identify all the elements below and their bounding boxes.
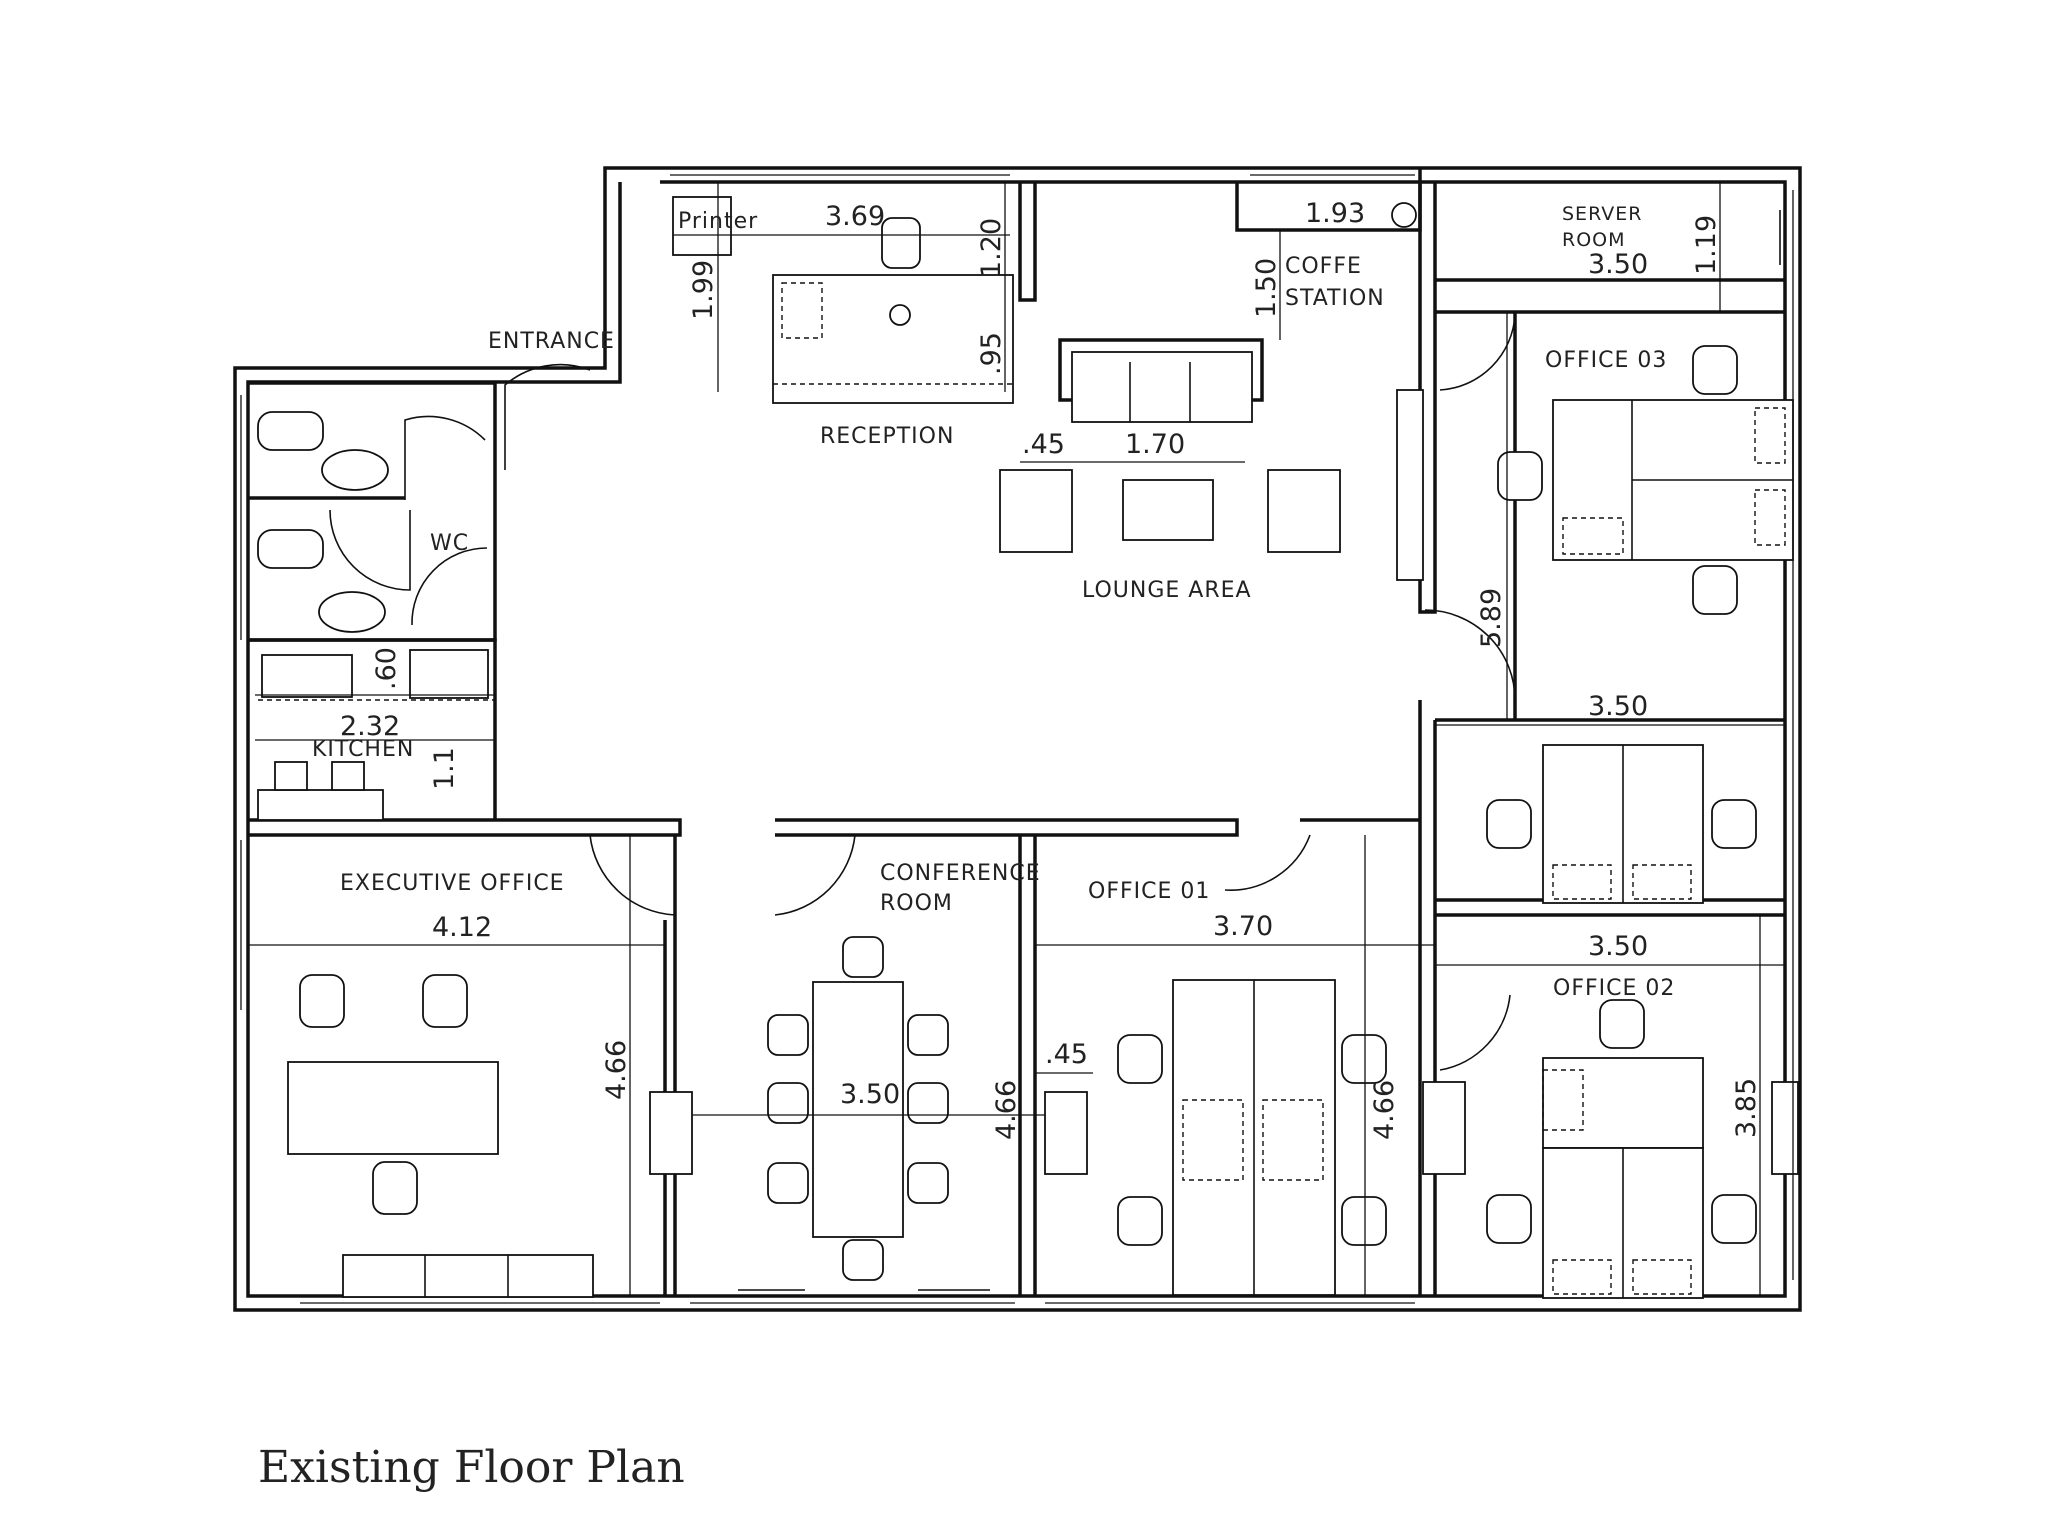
dim-exec-width: 4.12 [432, 912, 492, 943]
label-printer: Printer [678, 209, 758, 234]
dim-reception-depth: 1.99 [688, 260, 719, 320]
executive-desk [287, 1061, 499, 1155]
dim-coffee-depth: 1.50 [1251, 258, 1282, 318]
dim-exec-depth: 4.66 [601, 1040, 632, 1100]
dim-kitchen-small: 1.1 [429, 747, 460, 790]
room-label-kitchen: KITCHEN [312, 737, 414, 762]
dim-office03-depth: 5.89 [1476, 588, 1507, 648]
dim-office03-width: 3.50 [1588, 691, 1648, 722]
room-label-coffee-1: COFFE [1285, 254, 1362, 279]
dimension-lines [248, 182, 1785, 1296]
lounge-chair-left [999, 469, 1073, 553]
outer-walls [233, 166, 1802, 1312]
dim-office02-width: 3.50 [1588, 931, 1648, 962]
office02-upper-desk [1542, 1057, 1704, 1149]
dim-desk-small: .95 [976, 332, 1007, 375]
room-label-server-1: SERVER [1562, 203, 1642, 225]
conference-table [812, 981, 904, 1238]
dim-office01-depth: 4.66 [1369, 1080, 1400, 1140]
doors [329, 314, 1516, 1071]
room-label-office-02: OFFICE 02 [1553, 976, 1675, 1001]
sofa [1071, 351, 1253, 423]
toilet-1-icon [257, 411, 324, 451]
lounge-chair-right [1267, 469, 1341, 553]
dim-kitchen-counter: .60 [371, 647, 402, 690]
room-label-office-03: OFFICE 03 [1545, 348, 1667, 373]
reception-desk [772, 274, 1014, 404]
dim-office01-gap: .45 [1045, 1039, 1088, 1070]
room-label-coffee-2: STATION [1285, 286, 1385, 311]
room-label-office-01: OFFICE 01 [1088, 879, 1210, 904]
dim-office01-width: 3.70 [1213, 911, 1273, 942]
windows [240, 174, 1794, 1304]
dim-server-depth: 1.19 [1691, 215, 1722, 275]
printer-box [672, 196, 732, 256]
dim-coffee-width: 1.93 [1305, 198, 1365, 229]
executive-cabinet [342, 1254, 594, 1298]
dim-reception-width: 3.69 [825, 201, 885, 232]
dim-conf-depth: 4.66 [991, 1080, 1022, 1140]
toilet-2-icon [257, 529, 324, 569]
room-label-server-2: ROOM [1562, 229, 1626, 251]
kitchen-sink-icon [261, 654, 353, 698]
dim-conf-width: 3.50 [840, 1079, 900, 1110]
entrance-door [504, 363, 591, 470]
lounge-table [1122, 479, 1214, 541]
room-label-lounge: LOUNGE AREA [1082, 578, 1252, 603]
room-label-entrance: ENTRANCE [488, 329, 615, 354]
furniture [257, 196, 1794, 1299]
dim-desk-depth: 1.20 [976, 218, 1007, 278]
dim-kitchen-width: 2.32 [340, 711, 400, 742]
room-label-conference-2: ROOM [880, 891, 953, 916]
sink-2-icon [318, 591, 386, 633]
plan-caption: Existing Floor Plan [258, 1442, 685, 1493]
dim-office02-depth: 3.85 [1731, 1078, 1762, 1138]
dim-lounge-gap: .45 [1022, 429, 1065, 460]
dim-server-width: 3.50 [1588, 249, 1648, 280]
room-label-wc: WC [430, 531, 469, 556]
coffee-machine-icon [1391, 202, 1417, 228]
room-label-executive: EXECUTIVE OFFICE [340, 871, 565, 896]
dim-lounge-table: 1.70 [1125, 429, 1185, 460]
room-label-reception: RECEPTION [820, 424, 954, 449]
reception-chair-icon [889, 304, 911, 326]
sink-1-icon [321, 449, 389, 491]
room-label-conference-1: CONFERENCE [880, 861, 1041, 886]
